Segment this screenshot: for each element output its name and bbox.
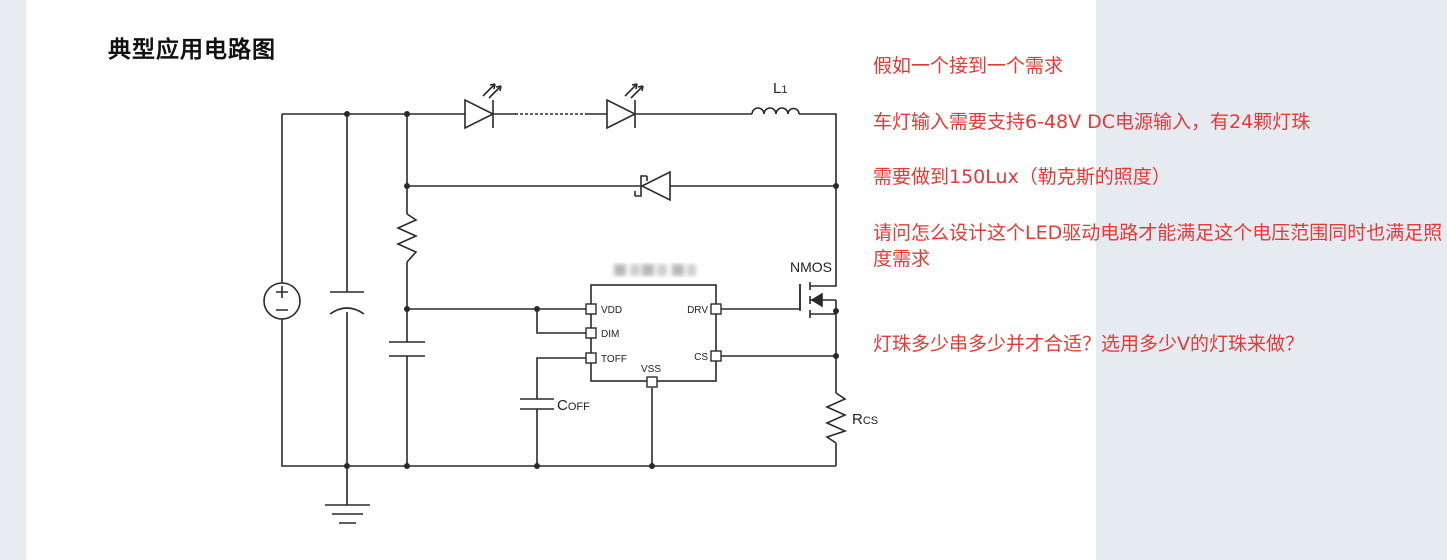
inductor-symbol <box>751 107 800 115</box>
note-design-question: 请问怎么设计这个LED驱动电路才能满足这个电压范围同时也满足照度需求 <box>873 222 1443 270</box>
note-illuminance: 需要做到150Lux（勒克斯的照度） <box>873 166 1171 188</box>
nmos-transistor <box>799 280 837 318</box>
vdd-dim-wire <box>407 308 587 334</box>
toff-coff-wire <box>536 357 587 466</box>
note-input-voltage: 车灯输入需要支持6-48V DC电源输入，有24颗灯珠 <box>873 111 1311 133</box>
pin-cs-label: CS <box>694 352 708 363</box>
left-gutter <box>0 0 26 560</box>
pin-toff-label: TOFF <box>601 354 627 365</box>
source-sense-wire <box>721 318 837 466</box>
ic-name-blurred <box>614 264 696 276</box>
note-series-parallel-question: 灯珠多少串多少并才合适？选用多少V的灯珠来做？ <box>873 333 1304 355</box>
inductor-label: L1 <box>773 80 787 97</box>
led-1 <box>464 83 502 130</box>
vdd-resistor <box>396 213 418 263</box>
top-rail-wire <box>282 113 837 280</box>
voltage-source <box>263 282 301 320</box>
rcs-resistor <box>825 392 848 444</box>
pin-vdd-label: VDD <box>601 305 622 316</box>
vdd-capacitor <box>389 341 425 357</box>
rcs-label: RCS <box>852 411 878 428</box>
right-side-panel <box>1096 0 1447 560</box>
input-capacitor <box>329 291 365 315</box>
coff-label: COFF <box>557 397 590 414</box>
ic-pin-squares <box>585 303 722 388</box>
pin-drv-label: DRV <box>687 305 708 316</box>
nmos-label: NMOS <box>790 259 832 275</box>
note-requirement-intro: 假如一个接到一个需求 <box>873 55 1064 77</box>
pin-dim-label: DIM <box>601 329 619 340</box>
coff-capacitor <box>520 398 554 410</box>
pin-vss-label: VSS <box>641 364 661 375</box>
driver-ic-body <box>590 284 717 382</box>
schottky-diode <box>634 170 671 202</box>
gate-drive-wire <box>721 284 801 310</box>
page-title: 典型应用电路图 <box>108 37 276 63</box>
ground-symbol <box>325 466 370 524</box>
led-2 <box>606 83 644 130</box>
junction-dots <box>344 111 839 469</box>
